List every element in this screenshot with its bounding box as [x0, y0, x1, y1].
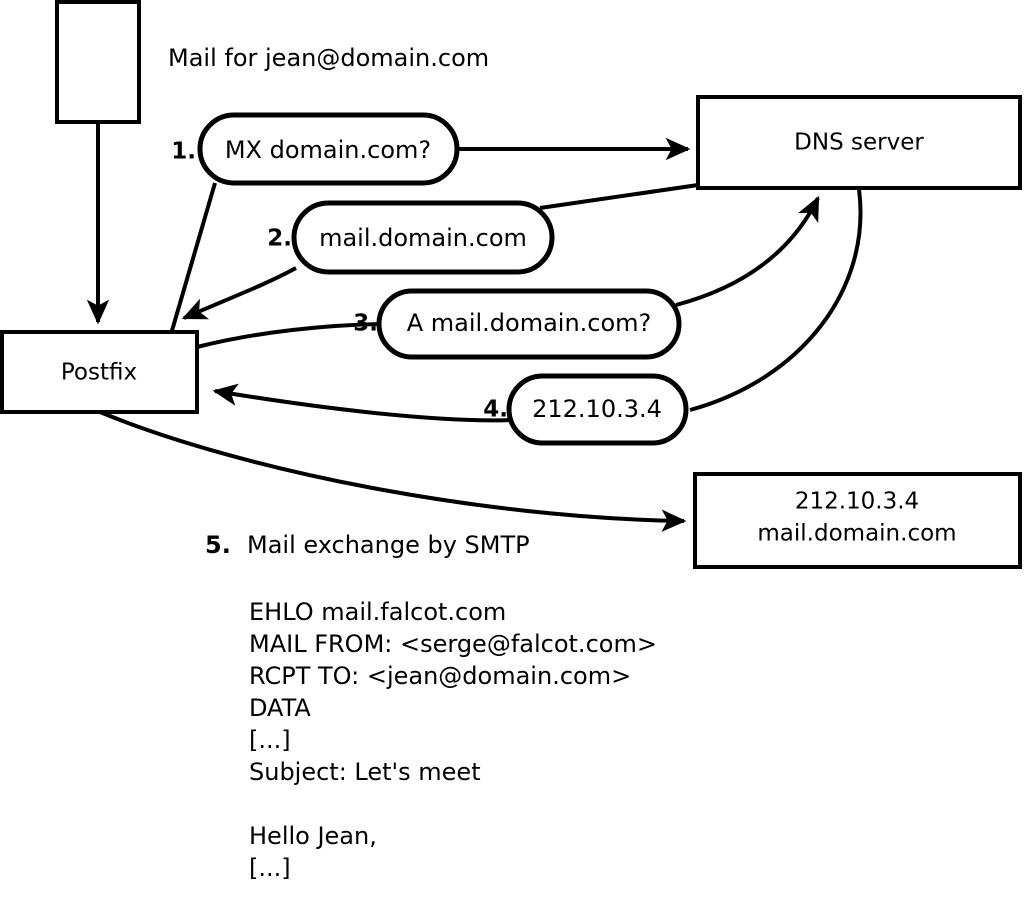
node-remote-mail-box	[693, 472, 1022, 569]
message-bubble-4-label: 212.10.3.4	[532, 395, 662, 423]
message-bubble-1-label: MX domain.com?	[225, 136, 431, 164]
transcript-line: Hello Jean,	[249, 822, 377, 850]
step-number-2: 2.	[267, 226, 292, 252]
message-bubble-2-label: mail.domain.com	[319, 224, 527, 252]
message-bubble-3-label: A mail.domain.com?	[407, 309, 652, 337]
transcript-line: EHLO mail.falcot.com	[249, 598, 506, 626]
transcript-line: [...]	[249, 726, 291, 754]
edge-dns-to-mx-answer	[539, 183, 699, 210]
step-number-4: 4.	[483, 397, 508, 423]
edge-mx-answer-to-postfix	[181, 266, 297, 320]
edge-a-answer-to-postfix	[212, 383, 512, 423]
edge-postfix-to-a-query	[196, 322, 381, 349]
message-bubble-1	[197, 112, 460, 186]
node-postfix-box	[0, 330, 199, 414]
node-dns-server-label: DNS server	[794, 130, 924, 156]
node-remote-mail-ip: 212.10.3.4	[795, 489, 919, 515]
node-remote-mail-host: mail.domain.com	[757, 521, 956, 547]
transcript-line: [...]	[249, 854, 291, 882]
step-number-3: 3.	[353, 311, 378, 337]
message-bubble-2	[291, 200, 555, 275]
smtp-exchange-caption: Mail exchange by SMTP	[247, 531, 530, 559]
transcript-line: Subject: Let's meet	[249, 758, 481, 786]
message-bubble-3	[376, 288, 682, 360]
edge-postfix-to-remote-smtp	[99, 410, 687, 532]
transcript-line: RCPT TO: <jean@domain.com>	[249, 662, 631, 690]
node-client-box	[55, 0, 141, 124]
transcript-line: MAIL FROM: <serge@falcot.com>	[249, 630, 657, 658]
step-number-1: 1.	[171, 139, 196, 165]
edge-a-query-to-dns	[675, 195, 820, 307]
transcript-line: DATA	[249, 694, 311, 722]
message-bubble-4	[506, 373, 689, 446]
node-dns-server-box	[696, 95, 1022, 190]
step-number-5: 5.	[205, 531, 231, 559]
mail-for-note: Mail for jean@domain.com	[168, 44, 489, 72]
node-postfix-label: Postfix	[61, 360, 137, 386]
edge-dns-to-a-answer	[689, 188, 863, 412]
